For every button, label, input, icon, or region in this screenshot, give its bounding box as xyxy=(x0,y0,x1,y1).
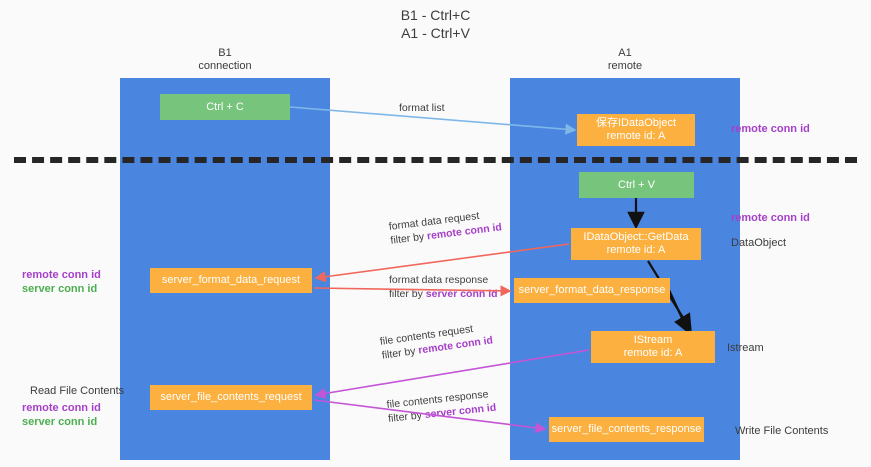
node-server-file-contents-response[interactable]: server_file_contents_response xyxy=(549,417,704,442)
annotation-left-remote-conn-id-mid: remote conn id xyxy=(22,269,101,281)
filter-prefix: filter by xyxy=(387,409,426,425)
node-ctrl-c-label: Ctrl + C xyxy=(206,100,244,113)
phase-divider xyxy=(14,157,857,163)
node-server-file-contents-response-label: server_file_contents_response xyxy=(551,423,702,435)
edge-label-format-data-request: format data request filter by remote con… xyxy=(388,206,503,247)
annotation-read-file-contents: Read File Contents xyxy=(30,385,125,397)
edge-label-file-contents-request: file contents request filter by remote c… xyxy=(379,319,494,362)
node-save-idataobject[interactable]: 保存IDataObject remote id: A xyxy=(577,114,695,146)
annotation-left-server-conn-id-bottom: server conn id xyxy=(22,416,98,428)
annotation-left-remote-conn-id-bottom: remote conn id xyxy=(22,402,101,414)
filter-key-server-conn-id: server conn id xyxy=(425,288,498,300)
lane-header-a1: A1 remote xyxy=(607,47,643,72)
edge-label-format-data-response: format data response filter by server co… xyxy=(389,273,498,301)
node-idataobject-getdata-label: IDataObject::GetData xyxy=(583,231,689,243)
annotation-remote-conn-id-top: remote conn id xyxy=(731,123,810,135)
annotation-dataobject: DataObject xyxy=(731,237,787,249)
annotation-remote-conn-id-mid: remote conn id xyxy=(731,212,810,224)
annotation-write-file-contents: Write File Contents xyxy=(735,425,829,437)
edge-label-format-list: format list xyxy=(399,101,445,115)
node-istream[interactable]: IStream remote id: A xyxy=(591,331,715,363)
node-istream-sublabel: remote id: A xyxy=(623,347,683,359)
annotation-istream: Istream xyxy=(727,342,764,354)
node-idataobject-getdata[interactable]: IDataObject::GetData remote id: A xyxy=(571,228,701,260)
edge-label-format-data-response-text: format data response xyxy=(389,274,489,286)
node-server-format-data-request[interactable]: server_format_data_request xyxy=(150,268,312,293)
page-title: B1 - Ctrl+C A1 - Ctrl+V xyxy=(400,7,471,41)
filter-prefix: filter by xyxy=(389,230,428,247)
node-server-format-data-response[interactable]: server_format_data_response xyxy=(514,278,670,303)
edge-label-format-list-text: format list xyxy=(399,102,445,114)
edge-label-file-contents-response: file contents response filter by server … xyxy=(386,387,497,426)
annotation-left-server-conn-id-mid: server conn id xyxy=(22,283,98,295)
node-save-idataobject-label: 保存IDataObject xyxy=(595,117,677,129)
node-ctrl-v[interactable]: Ctrl + V xyxy=(579,172,694,198)
node-server-file-contents-request-label: server_file_contents_request xyxy=(160,391,302,403)
node-ctrl-c[interactable]: Ctrl + C xyxy=(160,94,290,120)
lane-header-b1: B1 connection xyxy=(198,47,252,72)
node-server-format-data-response-label: server_format_data_response xyxy=(518,284,666,296)
annotation-left-conn-ids-mid: remote conn id server conn id xyxy=(22,268,101,296)
annotation-left-conn-ids-bottom: remote conn id server conn id xyxy=(22,401,101,429)
node-istream-label: IStream xyxy=(633,334,673,346)
node-idataobject-getdata-sublabel: remote id: A xyxy=(606,244,666,256)
node-server-format-data-request-label: server_format_data_request xyxy=(161,274,301,286)
edge-label-format-data-response-filter: filter by server conn id xyxy=(389,287,498,301)
node-server-file-contents-request[interactable]: server_file_contents_request xyxy=(150,385,312,410)
node-save-idataobject-sublabel: remote id: A xyxy=(606,130,666,142)
filter-prefix: filter by xyxy=(381,344,420,362)
filter-prefix: filter by xyxy=(389,288,426,300)
node-ctrl-v-label: Ctrl + V xyxy=(618,178,655,191)
